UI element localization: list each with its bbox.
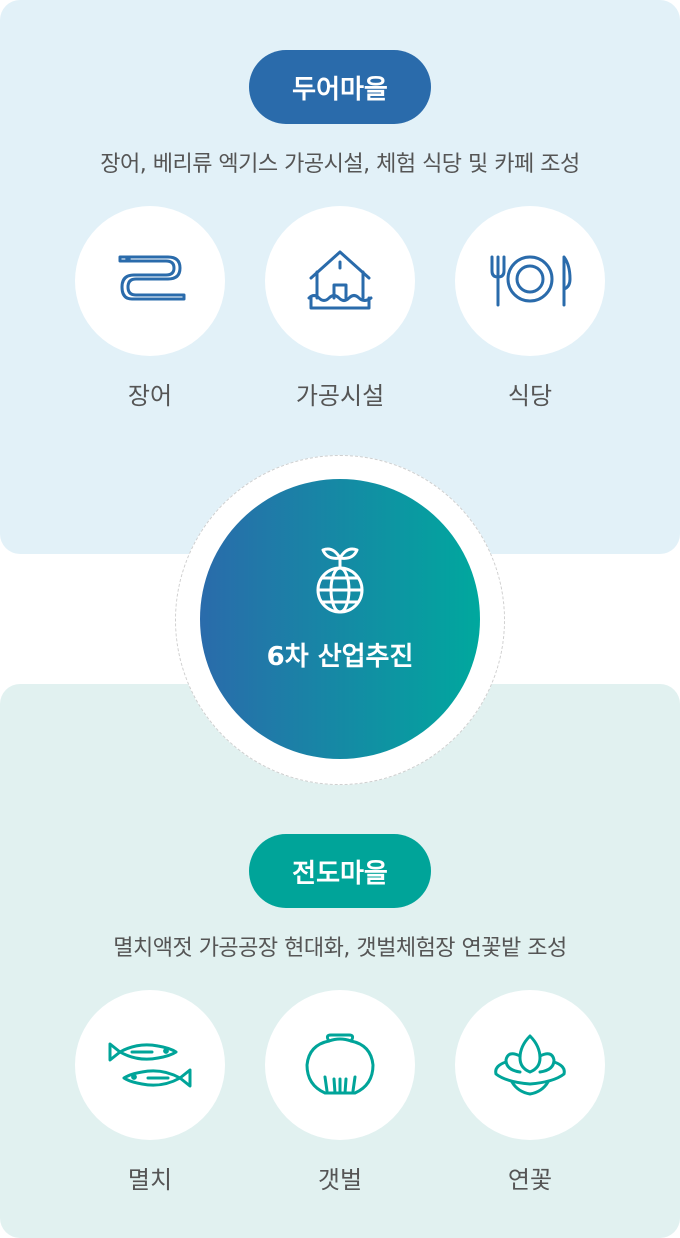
center-title: 6차 산업추진	[266, 642, 414, 672]
sprouting-globe-icon	[316, 547, 364, 614]
shellfish-item-circle	[265, 990, 415, 1140]
anchovy-icon	[108, 1042, 192, 1088]
processing-facility-icon	[307, 250, 373, 310]
eel-icon	[118, 255, 186, 301]
processing-facility-label: 가공시설	[295, 382, 385, 410]
duomaeul-title-badge: 두어마을	[249, 50, 431, 124]
shellfish-label: 갯벌	[317, 1166, 363, 1194]
anchovy-label: 멸치	[127, 1166, 173, 1194]
restaurant-icon	[490, 255, 572, 307]
jeondomaeul-title-badge: 전도마을	[249, 834, 431, 908]
restaurant-label: 식당	[507, 382, 553, 410]
shellfish-icon	[305, 1033, 375, 1095]
eel-label: 장어	[127, 382, 173, 410]
jeondomaeul-description: 멸치액젓 가공공장 현대화, 갯벌체험장 연꽃밭 조성	[113, 936, 567, 961]
restaurant-item-circle	[455, 206, 605, 356]
processing-facility-item-circle	[265, 206, 415, 356]
eel-item-circle	[75, 206, 225, 356]
lotus-icon	[494, 1034, 566, 1096]
anchovy-item-circle	[75, 990, 225, 1140]
duomaeul-description: 장어, 베리류 엑기스 가공시설, 체험 식당 및 카페 조성	[100, 152, 580, 177]
lotus-item-circle	[455, 990, 605, 1140]
lotus-label: 연꽃	[507, 1166, 553, 1194]
center-core-circle	[200, 479, 480, 759]
